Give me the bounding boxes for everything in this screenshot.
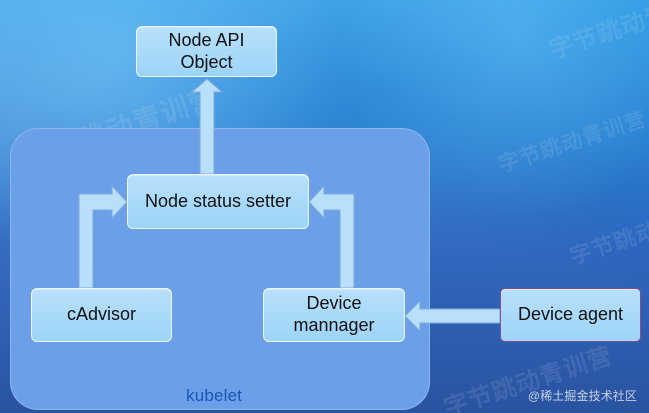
device-agent-box: Device agent (500, 288, 641, 342)
device-manager-label: Device mannager (293, 293, 375, 335)
cadvisor-label: cAdvisor (66, 304, 137, 325)
arrow-device-manager-to-node-status (308, 184, 355, 289)
device-agent-label: Device agent (517, 304, 624, 325)
arrow-device-agent-to-device-manager (404, 299, 501, 333)
node-status-setter-box: Node status setter (127, 174, 309, 229)
kubelet-label: kubelet (186, 386, 243, 405)
source-credit: @稀土掘金技术社区 (527, 389, 637, 403)
cadvisor-box: cAdvisor (31, 288, 172, 342)
node-api-object-label: Node API Object (168, 29, 245, 72)
arrow-node-status-to-node-api (190, 78, 224, 175)
device-manager-box: Device mannager (263, 288, 405, 342)
node-status-setter-label: Node status setter (144, 190, 292, 211)
arrow-cadvisor-to-node-status (78, 184, 128, 289)
node-api-object-box: Node API Object (136, 26, 277, 77)
